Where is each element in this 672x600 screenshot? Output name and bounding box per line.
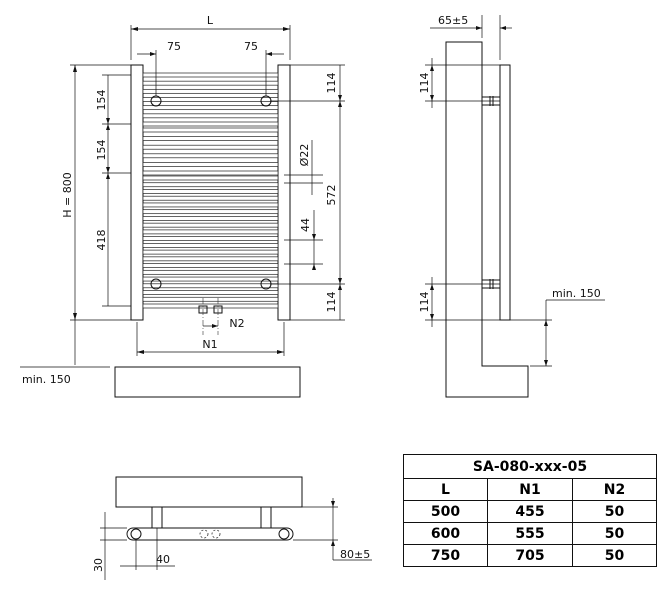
table-cell: 555: [487, 522, 573, 545]
table-cell: 600: [403, 522, 488, 545]
tube: [142, 209, 279, 215]
dim-114-side-top: 114: [418, 73, 431, 94]
horizontal-tubes: [142, 72, 279, 309]
dim-154-top: 154: [95, 90, 108, 111]
dim-N2: N2: [229, 317, 244, 330]
tube: [142, 290, 279, 295]
tube: [142, 296, 279, 302]
tube: [142, 182, 279, 188]
tube: [142, 72, 279, 78]
table-row: 600 555 50: [403, 522, 657, 545]
tube: [142, 202, 279, 208]
dim-418: 418: [95, 230, 108, 251]
dim-114-side-bottom: 114: [418, 292, 431, 313]
front-view: L 75 75 H = 800 154 154 418: [20, 14, 345, 398]
tube: [142, 236, 279, 241]
dim-572: 572: [325, 185, 338, 206]
tube: [142, 303, 279, 309]
dim-30: 30: [92, 558, 105, 572]
tube: [142, 127, 279, 133]
dim-40: 40: [156, 553, 170, 566]
dim-65: 65±5: [438, 14, 468, 27]
tube: [142, 162, 279, 167]
dim-diameter: Ø22: [298, 144, 311, 167]
mount-bottom-left: [150, 278, 162, 290]
left-post: [130, 64, 144, 321]
tube: [142, 153, 279, 159]
tube: [142, 249, 279, 255]
table-header: L: [403, 478, 488, 501]
bracket-top-left: [151, 506, 163, 529]
tube: [142, 256, 279, 262]
tube: [142, 144, 279, 150]
tube: [142, 136, 279, 141]
table-cell: 705: [487, 544, 573, 567]
size-table: SA-080-xxx-05 L N1 N2 500 455 50 600 555…: [403, 454, 657, 567]
tube: [142, 175, 279, 181]
tube: [142, 243, 279, 248]
dim-80: 80±5: [340, 548, 370, 561]
tube: [142, 189, 279, 194]
tube: [142, 121, 279, 127]
floor: [114, 366, 301, 398]
table-title: SA-080-xxx-05: [403, 454, 657, 479]
top-view: 30 40 80±5: [92, 476, 372, 580]
table-cell: 500: [403, 500, 488, 523]
tube: [142, 216, 279, 221]
dim-114-bottom: 114: [325, 292, 338, 313]
wall: [445, 41, 529, 398]
tube: [142, 88, 279, 94]
tube: [142, 113, 279, 119]
dim-min150-front: min. 150: [22, 373, 71, 386]
dim-75-right: 75: [244, 40, 258, 53]
right-post: [277, 64, 291, 321]
tube: [142, 105, 279, 111]
dim-75-left: 75: [167, 40, 181, 53]
bracket-top-right: [260, 506, 272, 529]
dim-L: L: [207, 14, 214, 27]
table-header: N1: [487, 478, 573, 501]
dim-H: H = 800: [61, 172, 74, 217]
dim-min150-side: min. 150: [552, 287, 601, 300]
tube: [142, 80, 279, 86]
table-cell: 455: [487, 500, 573, 523]
tube: [142, 170, 279, 176]
table-cell: 50: [572, 500, 657, 523]
radiator-top: [126, 527, 294, 541]
dim-44: 44: [299, 218, 312, 232]
tube: [142, 269, 279, 275]
table-cell: 50: [572, 544, 657, 567]
table-row: 500 455 50: [403, 500, 657, 523]
table-header: N2: [572, 478, 657, 501]
table-row: 750 705 50: [403, 544, 657, 567]
tube: [142, 276, 279, 282]
table-cell: 50: [572, 522, 657, 545]
table-cell: 750: [403, 544, 488, 567]
wall-top: [115, 476, 303, 508]
dim-154-mid: 154: [95, 140, 108, 161]
dim-114-top: 114: [325, 73, 338, 94]
dim-N1: N1: [202, 338, 217, 351]
tube: [142, 263, 279, 268]
tube: [142, 195, 279, 201]
tube: [142, 229, 279, 235]
radiator-post-side: [499, 64, 511, 321]
tube: [142, 222, 279, 228]
tube: [142, 283, 279, 289]
tube: [142, 97, 279, 102]
side-view: 65±5 114 114 min. 150: [418, 14, 605, 398]
